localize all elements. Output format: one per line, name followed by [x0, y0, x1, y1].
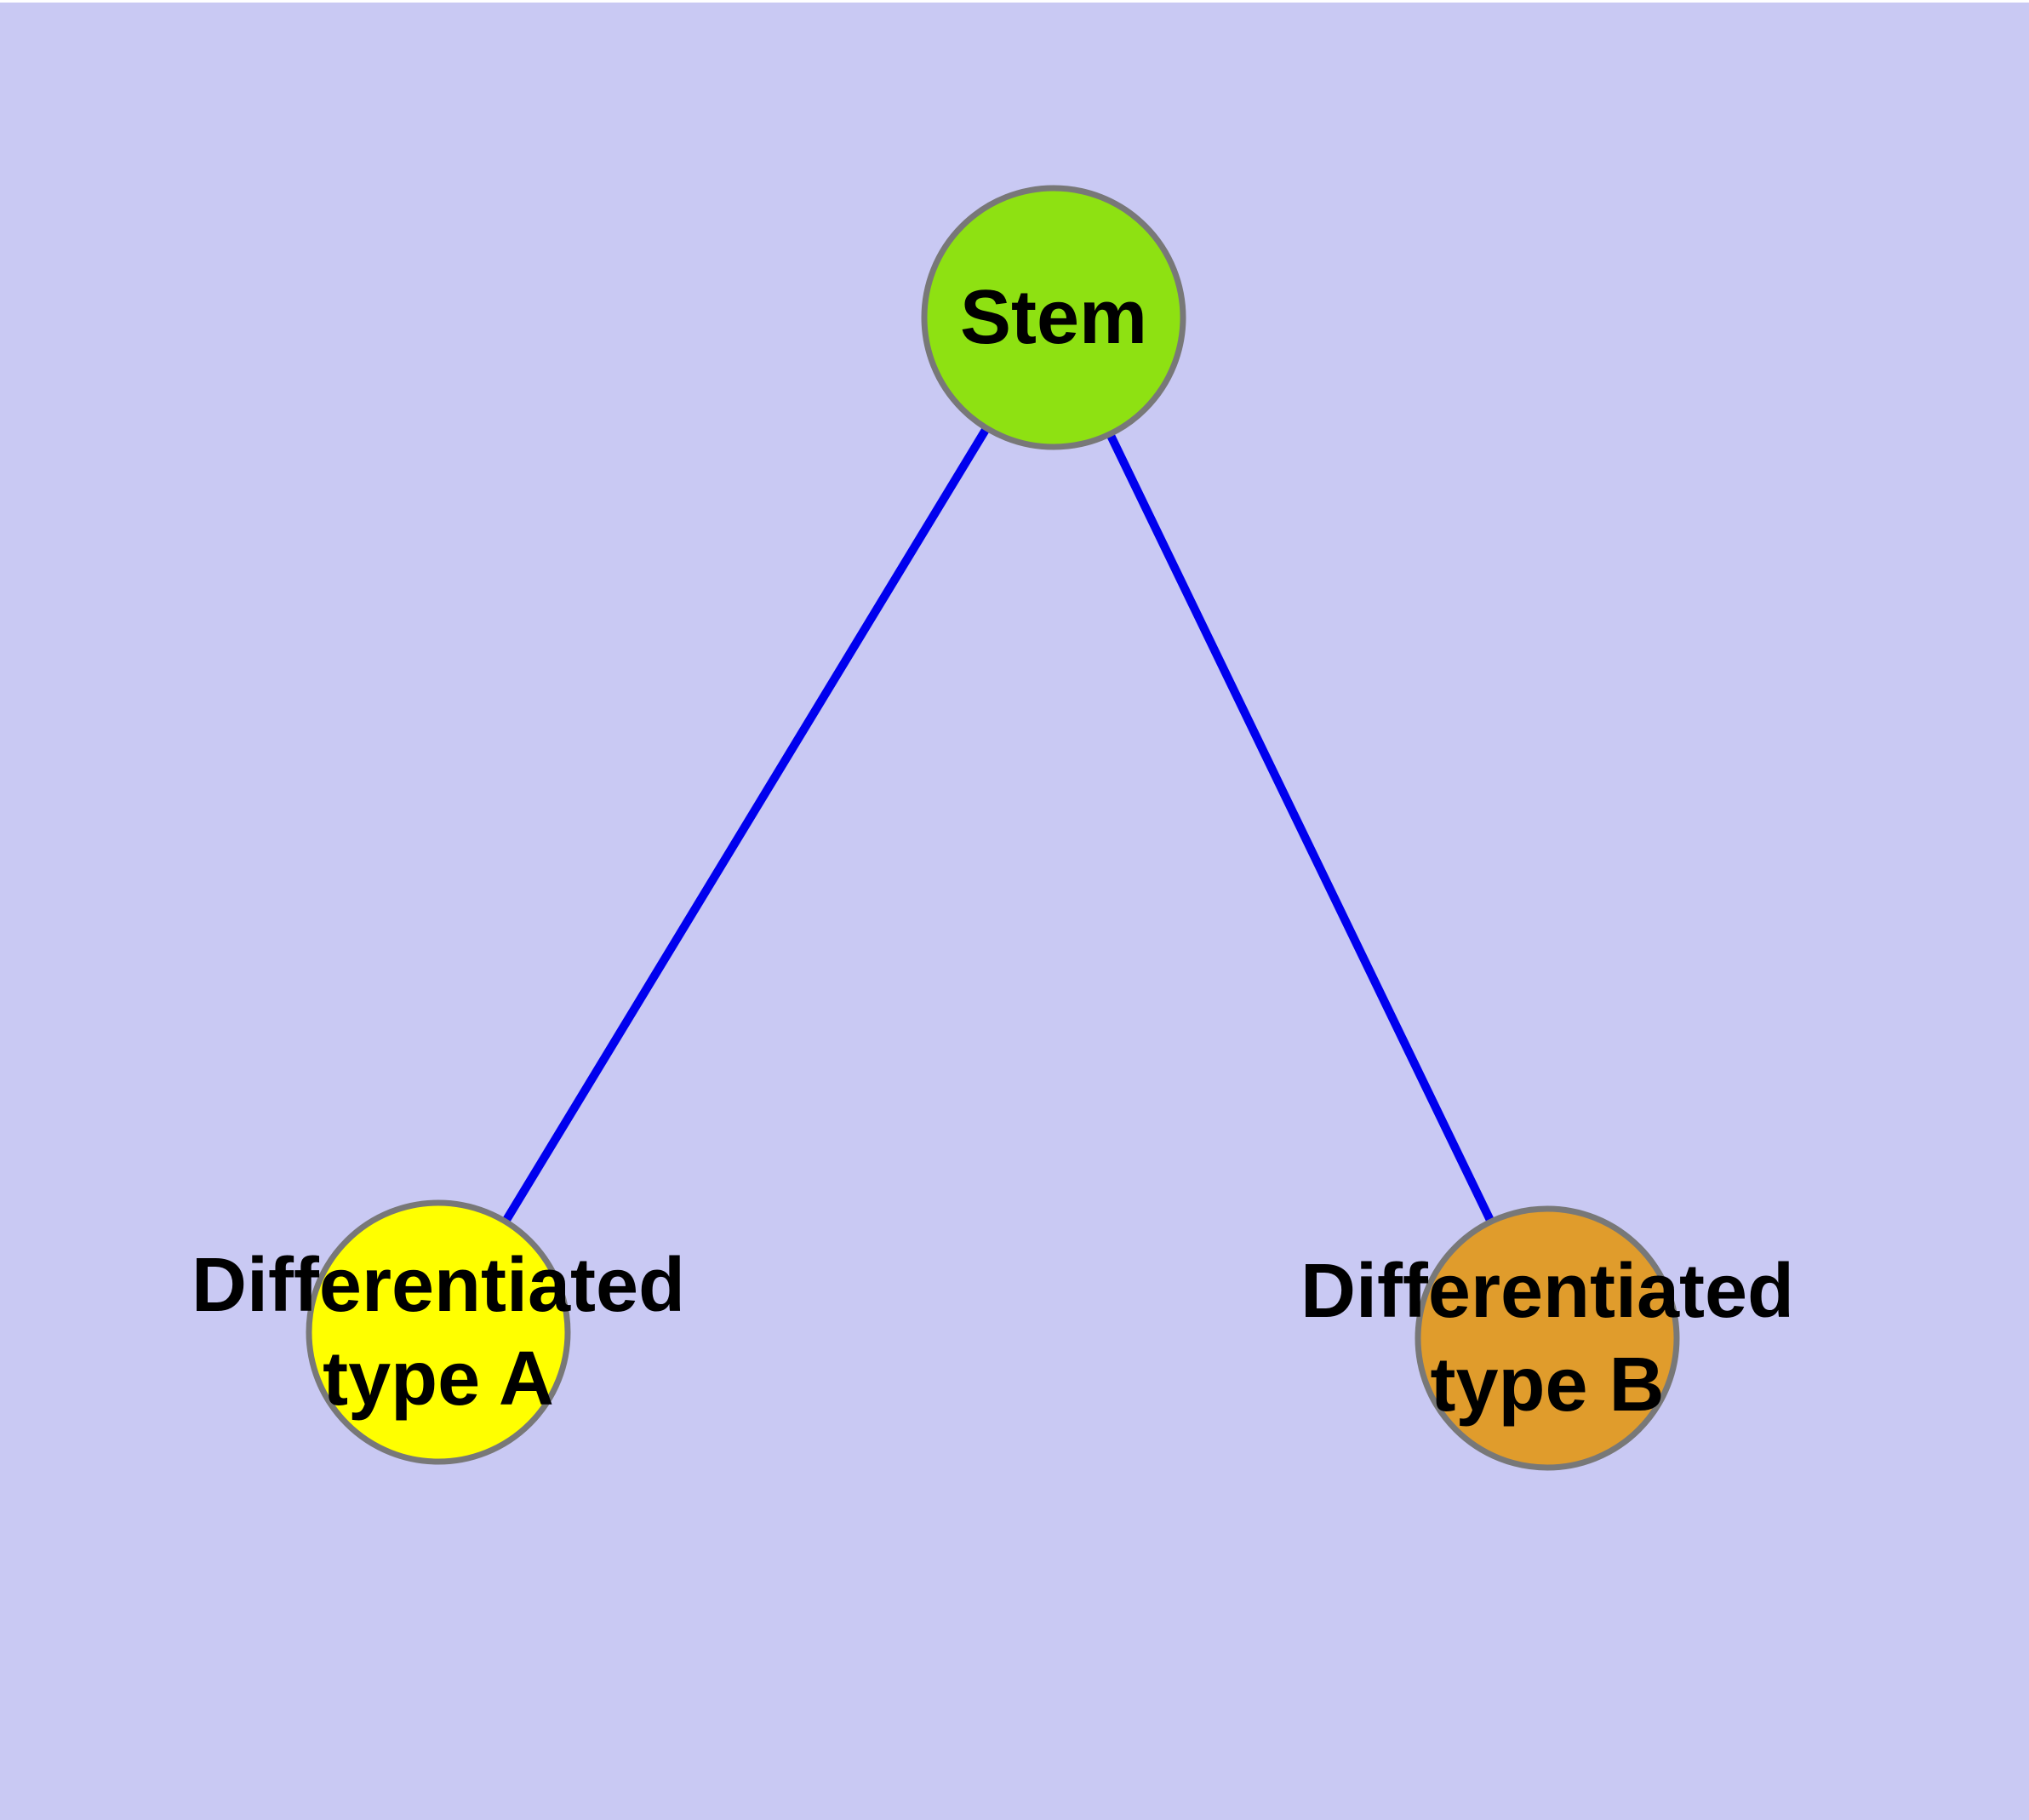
node-type-a-circle — [306, 1199, 571, 1465]
node-type-a-label-line-1: Differentiated — [191, 1243, 685, 1328]
node-stem-circle — [921, 185, 1186, 450]
nodes-layer — [306, 185, 1680, 1471]
node-type-b-label-line-2: type B — [1430, 1342, 1664, 1428]
node-type-b-label-line-1: Differentiated — [1300, 1249, 1794, 1334]
edges-layer — [434, 315, 1552, 1341]
edge-stem-type-a — [434, 315, 1058, 1335]
node-type-b-circle — [1415, 1205, 1680, 1471]
edge-stem-type-b — [1049, 315, 1552, 1341]
top-margin-strip — [0, 0, 2029, 3]
node-type-a-label-line-2: type A — [323, 1336, 554, 1422]
node-stem-label-line-1: Stem — [960, 275, 1147, 360]
